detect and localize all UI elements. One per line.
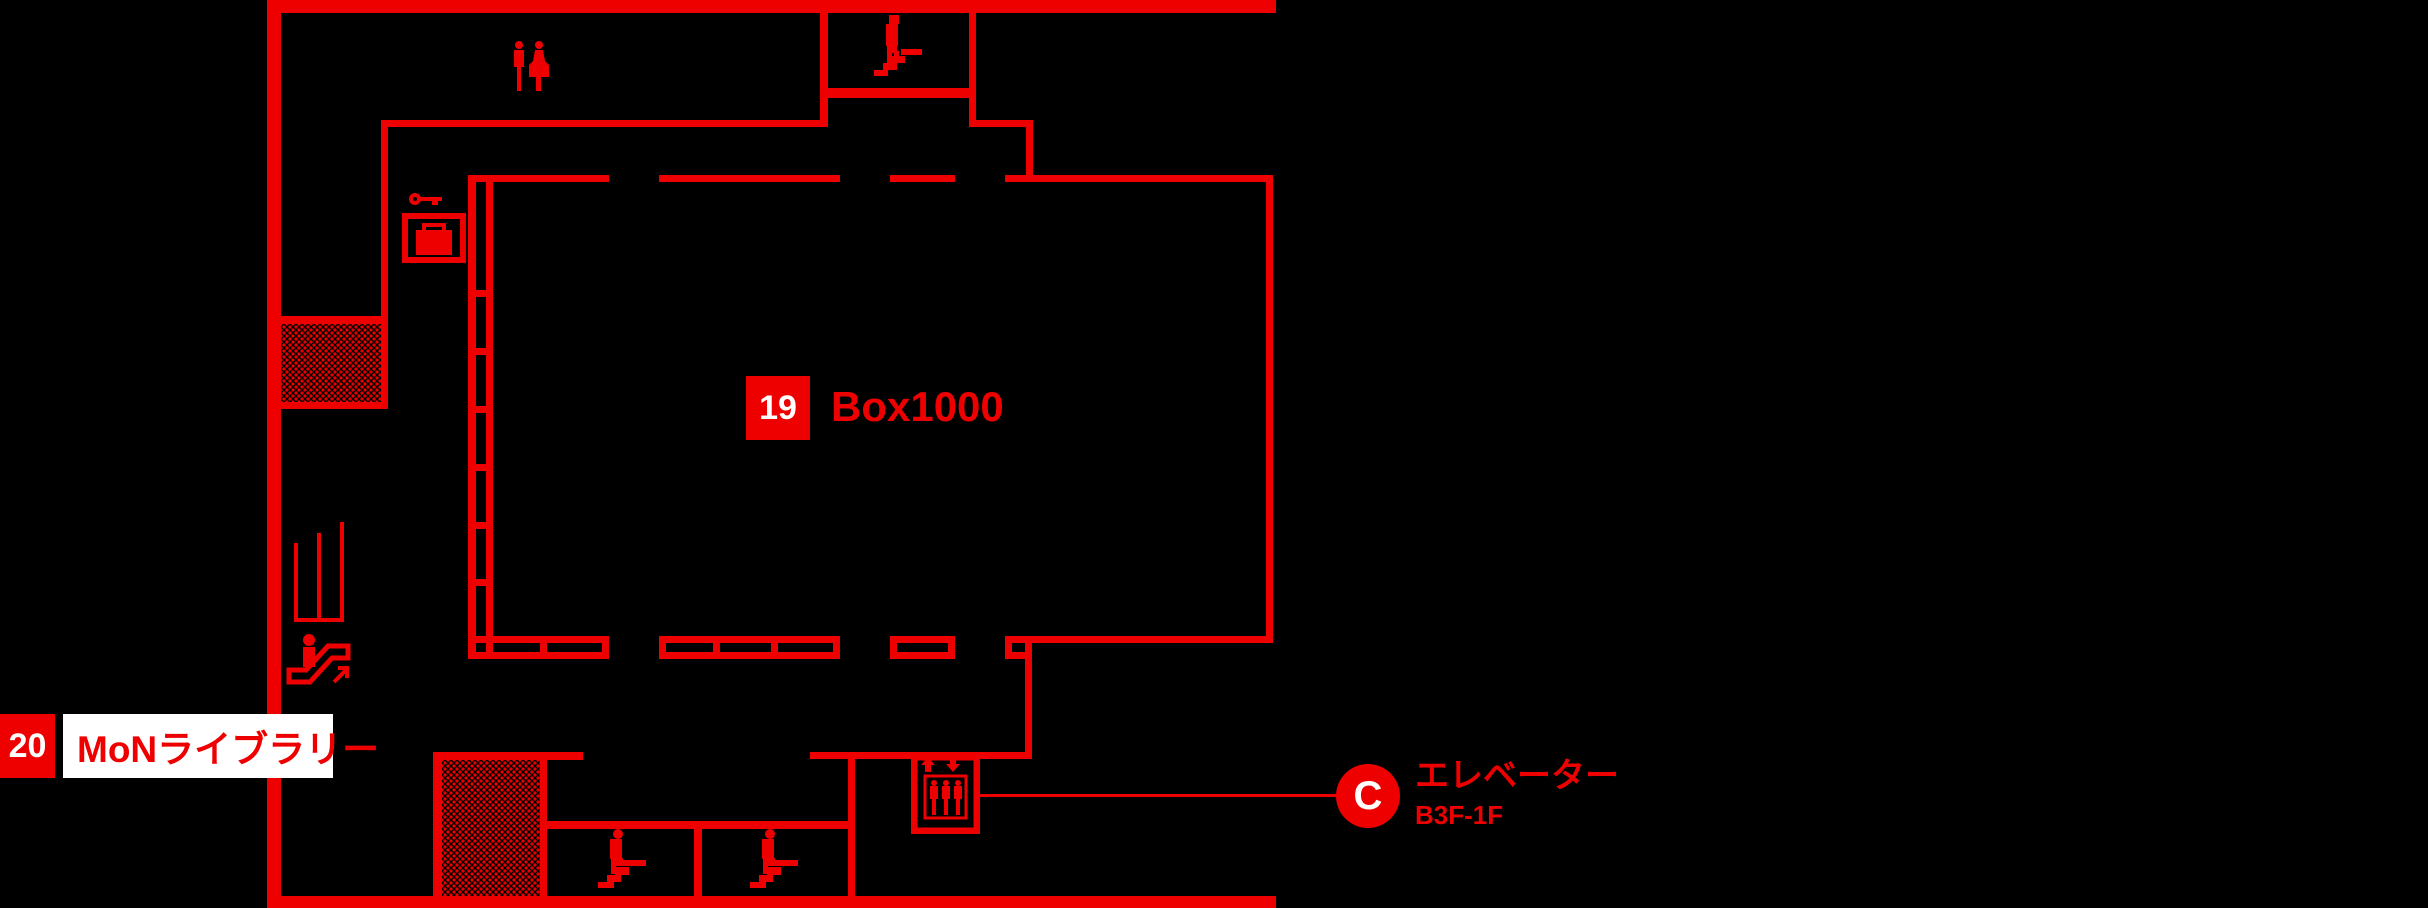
room-name-mon-library: MoNライブラリー bbox=[77, 729, 380, 770]
rung bbox=[468, 290, 493, 297]
rung bbox=[468, 406, 493, 413]
room-wall-bottom-1 bbox=[468, 636, 609, 659]
room-number-badge: 19 bbox=[746, 376, 810, 440]
elevator-icon[interactable] bbox=[911, 757, 980, 834]
stair-room-right-wall bbox=[969, 0, 976, 127]
rung bbox=[468, 464, 493, 471]
room-wall-right bbox=[1266, 175, 1273, 643]
escalator-icon bbox=[286, 522, 351, 685]
outer-wall-top bbox=[267, 0, 1276, 13]
corridor-wall-top bbox=[381, 120, 828, 127]
stair-room-floor bbox=[820, 88, 976, 98]
room-wall-bottom-3 bbox=[890, 636, 955, 659]
room-wall-top-2 bbox=[659, 175, 840, 182]
stair-rooms-divider bbox=[694, 821, 702, 901]
divider bbox=[771, 636, 778, 659]
room-wall-left-outer bbox=[468, 175, 476, 659]
room-name-box1000[interactable]: Box1000 bbox=[831, 383, 1004, 430]
facility-floors: B3F-1F bbox=[1415, 800, 1504, 830]
corridor-wall-right-step bbox=[969, 120, 1033, 127]
rung bbox=[468, 348, 493, 355]
facility-name: エレベーター bbox=[1415, 757, 1619, 795]
hatched-area-lower bbox=[442, 760, 540, 896]
divider bbox=[713, 636, 720, 659]
lower-wall-right bbox=[1025, 636, 1032, 759]
room-label-box[interactable]: MoNライブラリー bbox=[63, 714, 379, 778]
room-wall-left-inner bbox=[486, 175, 493, 659]
room-wall-top-1 bbox=[468, 175, 609, 182]
corridor-wall-left bbox=[381, 120, 388, 409]
stairs-icon bbox=[750, 829, 798, 888]
stair-room-left-wall bbox=[820, 0, 828, 127]
divider bbox=[540, 636, 547, 659]
room-number-badge: 20 bbox=[0, 714, 55, 778]
rung bbox=[468, 522, 493, 529]
room-wall-bottom-right bbox=[1005, 636, 1273, 643]
hatched-area-upper bbox=[281, 324, 381, 402]
room-wall-top-3 bbox=[890, 175, 955, 182]
facility-marker-c[interactable]: C bbox=[1336, 764, 1400, 828]
callout-line bbox=[979, 794, 1339, 797]
room-wall-top-4 bbox=[1005, 175, 1273, 182]
room-wall-bottom-2 bbox=[659, 636, 840, 659]
corridor-wall-right-drop bbox=[1026, 120, 1033, 182]
restroom-icon bbox=[514, 41, 549, 91]
rung bbox=[468, 579, 493, 586]
divider bbox=[486, 636, 493, 659]
stairs-icon bbox=[874, 15, 922, 76]
outer-wall-left bbox=[267, 0, 281, 908]
stairs-icon bbox=[598, 829, 646, 888]
locker-icon bbox=[402, 193, 466, 263]
outer-wall-bottom bbox=[267, 896, 1276, 908]
lower-wall-top-right bbox=[810, 752, 1032, 759]
